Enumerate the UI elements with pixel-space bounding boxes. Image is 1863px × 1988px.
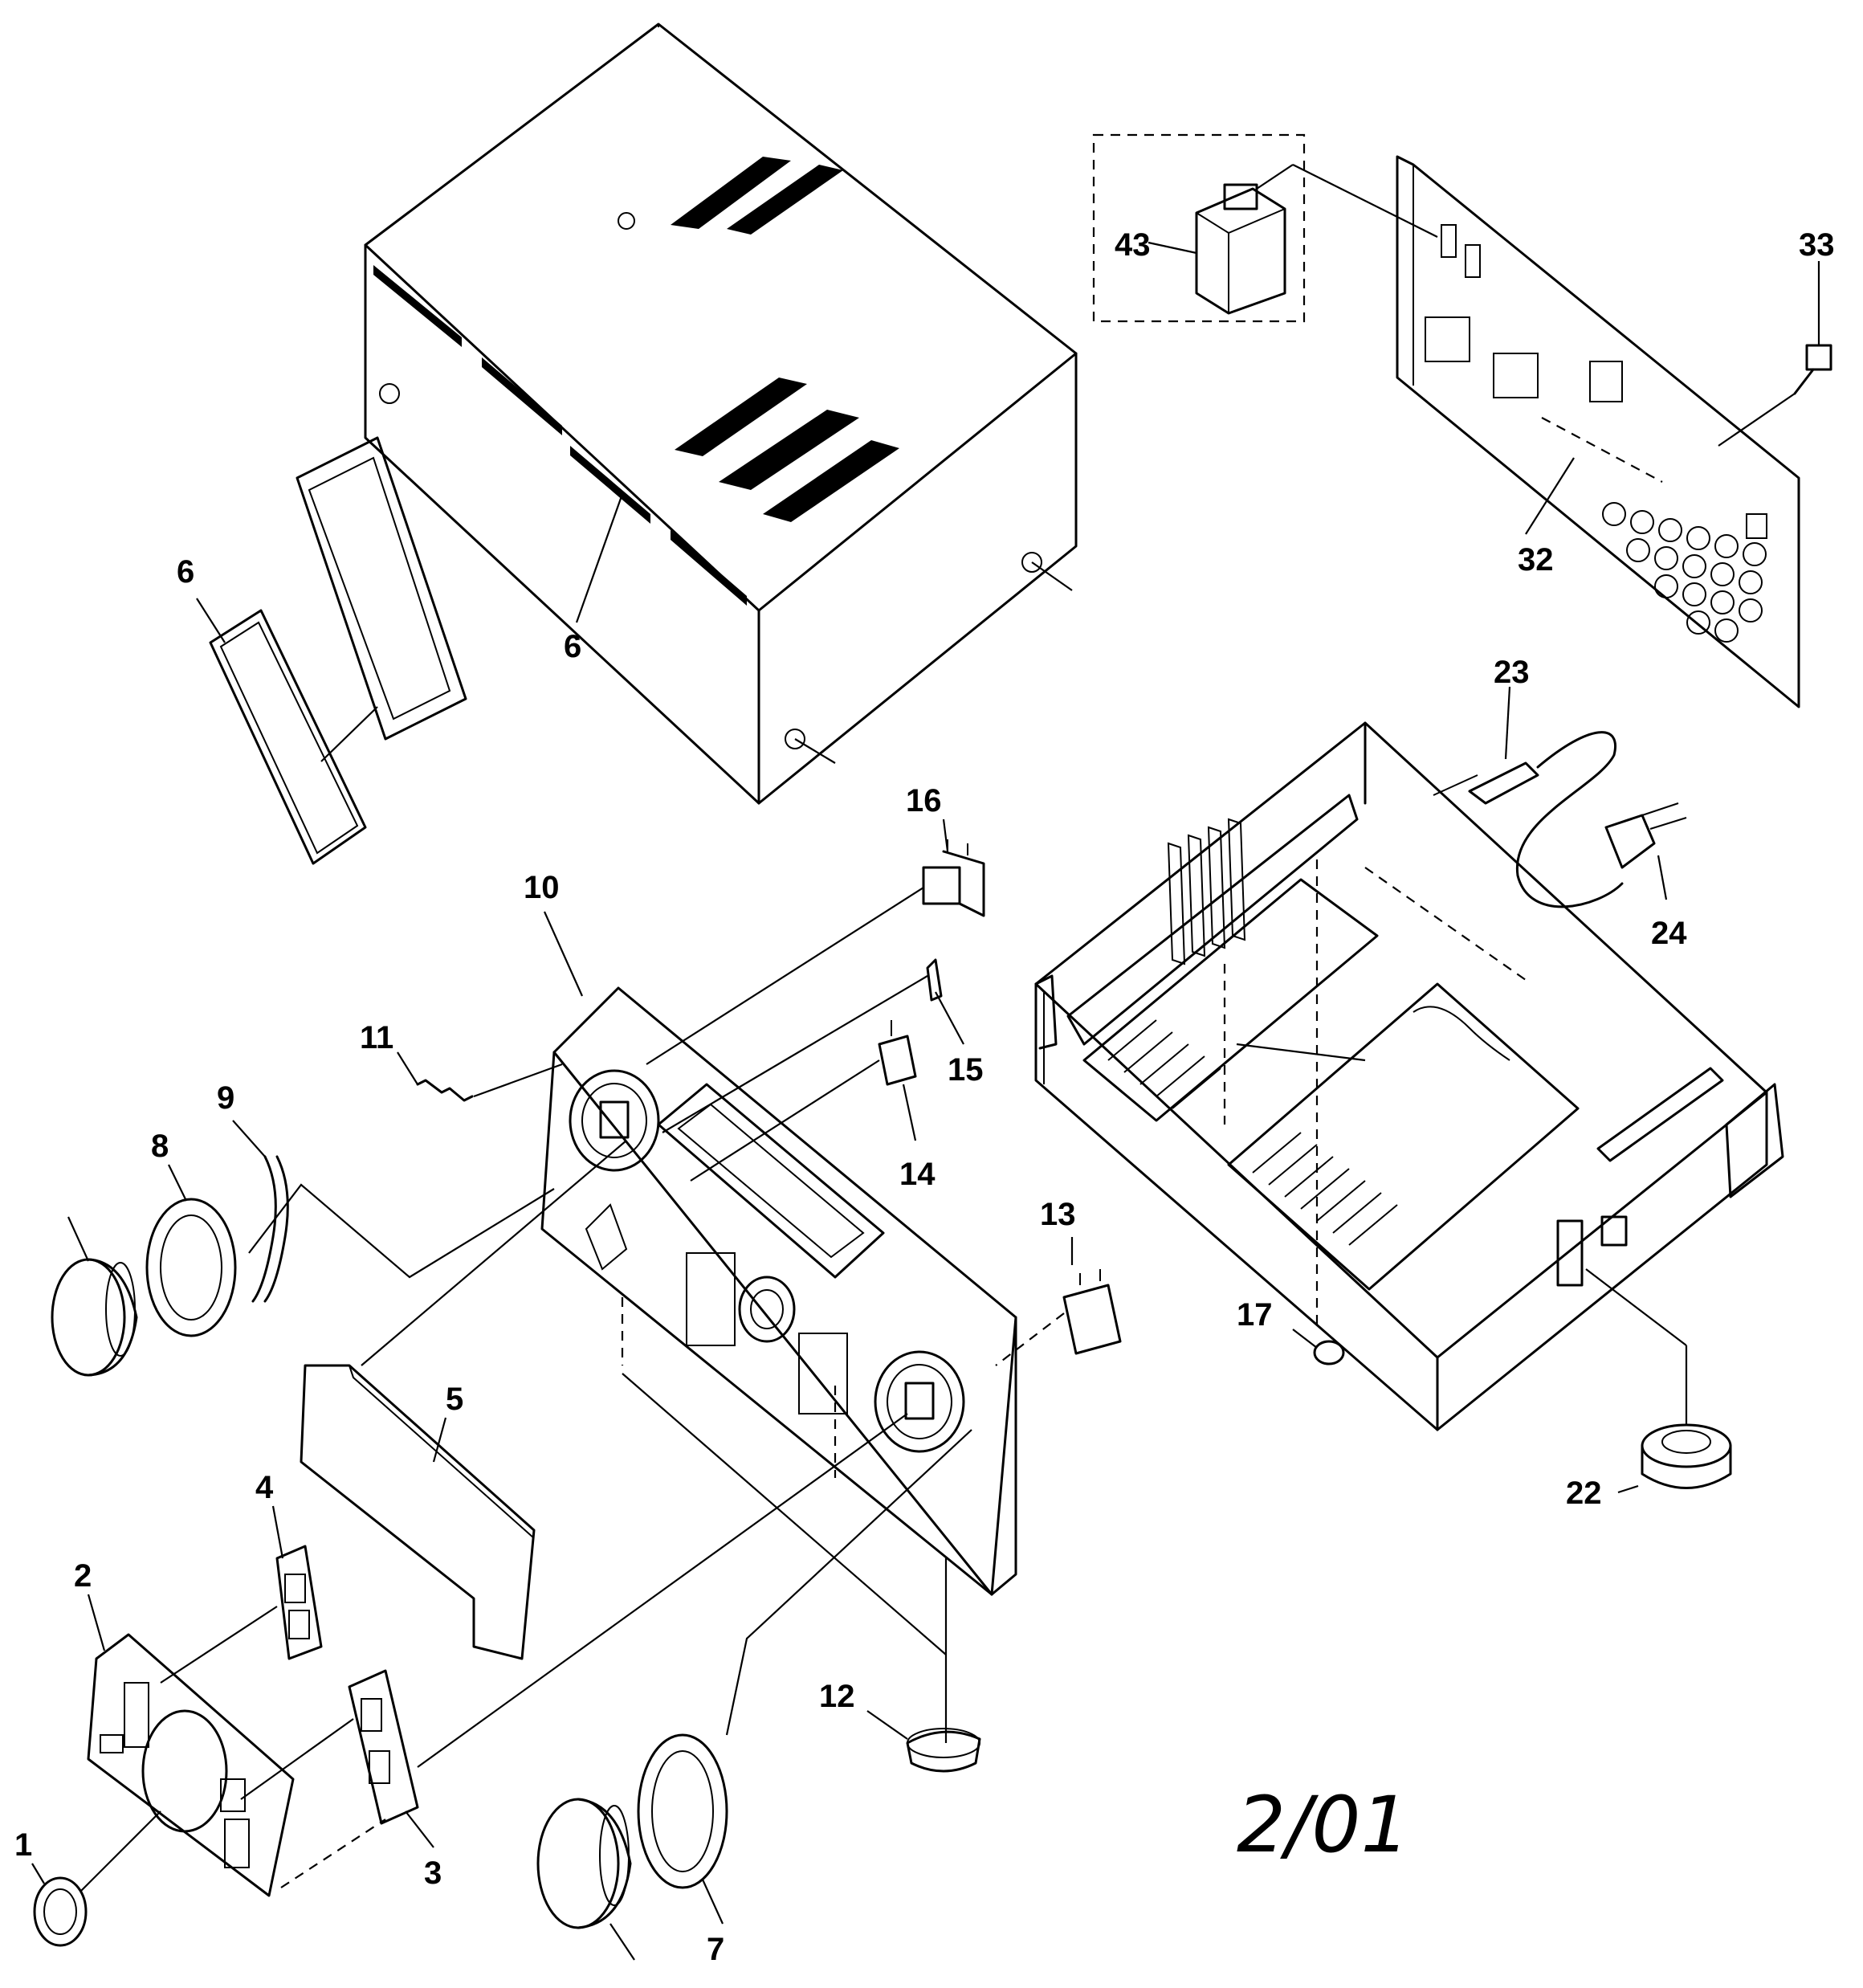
spring-10	[397, 1051, 563, 1102]
callout-10: 11	[360, 1020, 393, 1055]
callout-33: 33	[1799, 227, 1835, 263]
callout-9: 9	[217, 1080, 234, 1116]
board-3	[240, 1413, 908, 1888]
top-cover	[364, 22, 1078, 805]
power-cord	[1433, 686, 1687, 908]
ring-8	[145, 1164, 237, 1337]
callout-27: 23	[1494, 655, 1530, 690]
ring-7	[637, 1429, 972, 1925]
callout-2: 2	[74, 1558, 92, 1594]
callout-16: 16	[906, 783, 942, 818]
clip-9	[232, 1120, 555, 1303]
foot-24	[1585, 1268, 1732, 1494]
knob-6-upper	[51, 1216, 138, 1377]
callout-24: 22	[1566, 1476, 1602, 1511]
callout-17: 6	[177, 554, 194, 590]
part-13	[995, 1237, 1122, 1366]
callout-7: 7	[707, 1932, 724, 1967]
callout-12: 10	[524, 870, 560, 905]
callout-11: 12	[819, 1679, 855, 1714]
callout-43: 43	[1115, 227, 1151, 263]
callout-15: 15	[948, 1052, 984, 1088]
part-14	[690, 1020, 917, 1182]
front-frame-12	[540, 986, 1017, 1596]
callout-22: 6	[564, 629, 581, 664]
chassis	[1034, 721, 1784, 1431]
front-panel-2	[87, 1594, 295, 1897]
display-window-17	[209, 436, 467, 865]
callout-13: 13	[1040, 1197, 1076, 1232]
knob-1	[31, 1810, 161, 1947]
panel-5	[300, 1140, 627, 1660]
board-4	[160, 1505, 323, 1684]
rear-panel-32	[1396, 155, 1800, 708]
callout-3: 3	[424, 1855, 442, 1891]
callout-14: 14	[899, 1157, 936, 1192]
callout-32: 32	[1518, 542, 1554, 578]
foot-23	[1292, 1329, 1345, 1365]
callout-28: 24	[1651, 916, 1687, 951]
callout-23: 17	[1237, 1297, 1273, 1333]
knob-6-lower	[536, 1798, 635, 1961]
part-15	[662, 958, 964, 1133]
callout-5: 5	[446, 1382, 463, 1417]
callout-4: 4	[255, 1470, 274, 1505]
switch-16	[646, 818, 985, 1065]
revision-stamp: 2/01	[1237, 1780, 1410, 1870]
part-11	[622, 1373, 981, 1773]
callout-8: 8	[151, 1129, 169, 1164]
callout-1: 1	[14, 1827, 32, 1863]
screw-33	[1718, 261, 1832, 447]
